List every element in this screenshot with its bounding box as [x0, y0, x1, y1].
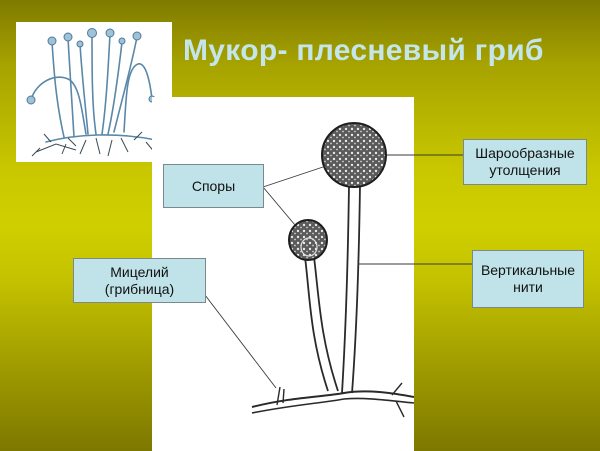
mucor-colony-thumbnail [16, 22, 172, 162]
label-hyphae-line2: нити [513, 279, 543, 295]
label-mycelium: Мицелий (грибница) [73, 258, 206, 303]
slide-title: Мукор- плесневый гриб [183, 34, 544, 67]
label-spores-text: Споры [191, 177, 236, 194]
label-mycelium-line2: (грибница) [104, 280, 175, 297]
label-sporangia-line2: утолщения [489, 162, 561, 178]
label-vertical-hyphae: Вертикальные нити [472, 250, 584, 308]
diagram-panel [152, 97, 414, 451]
label-spores: Споры [163, 164, 264, 208]
label-hyphae-line1: Вертикальные [480, 262, 576, 278]
label-sporangia: Шарообразные утолщения [463, 139, 587, 185]
label-sporangia-line1: Шарообразные [475, 145, 575, 161]
mucor-colony-illustration-icon [26, 28, 167, 157]
mucor-sporangiophore-illustration-icon [251, 122, 414, 418]
label-mycelium-line1: Мицелий [110, 263, 169, 280]
